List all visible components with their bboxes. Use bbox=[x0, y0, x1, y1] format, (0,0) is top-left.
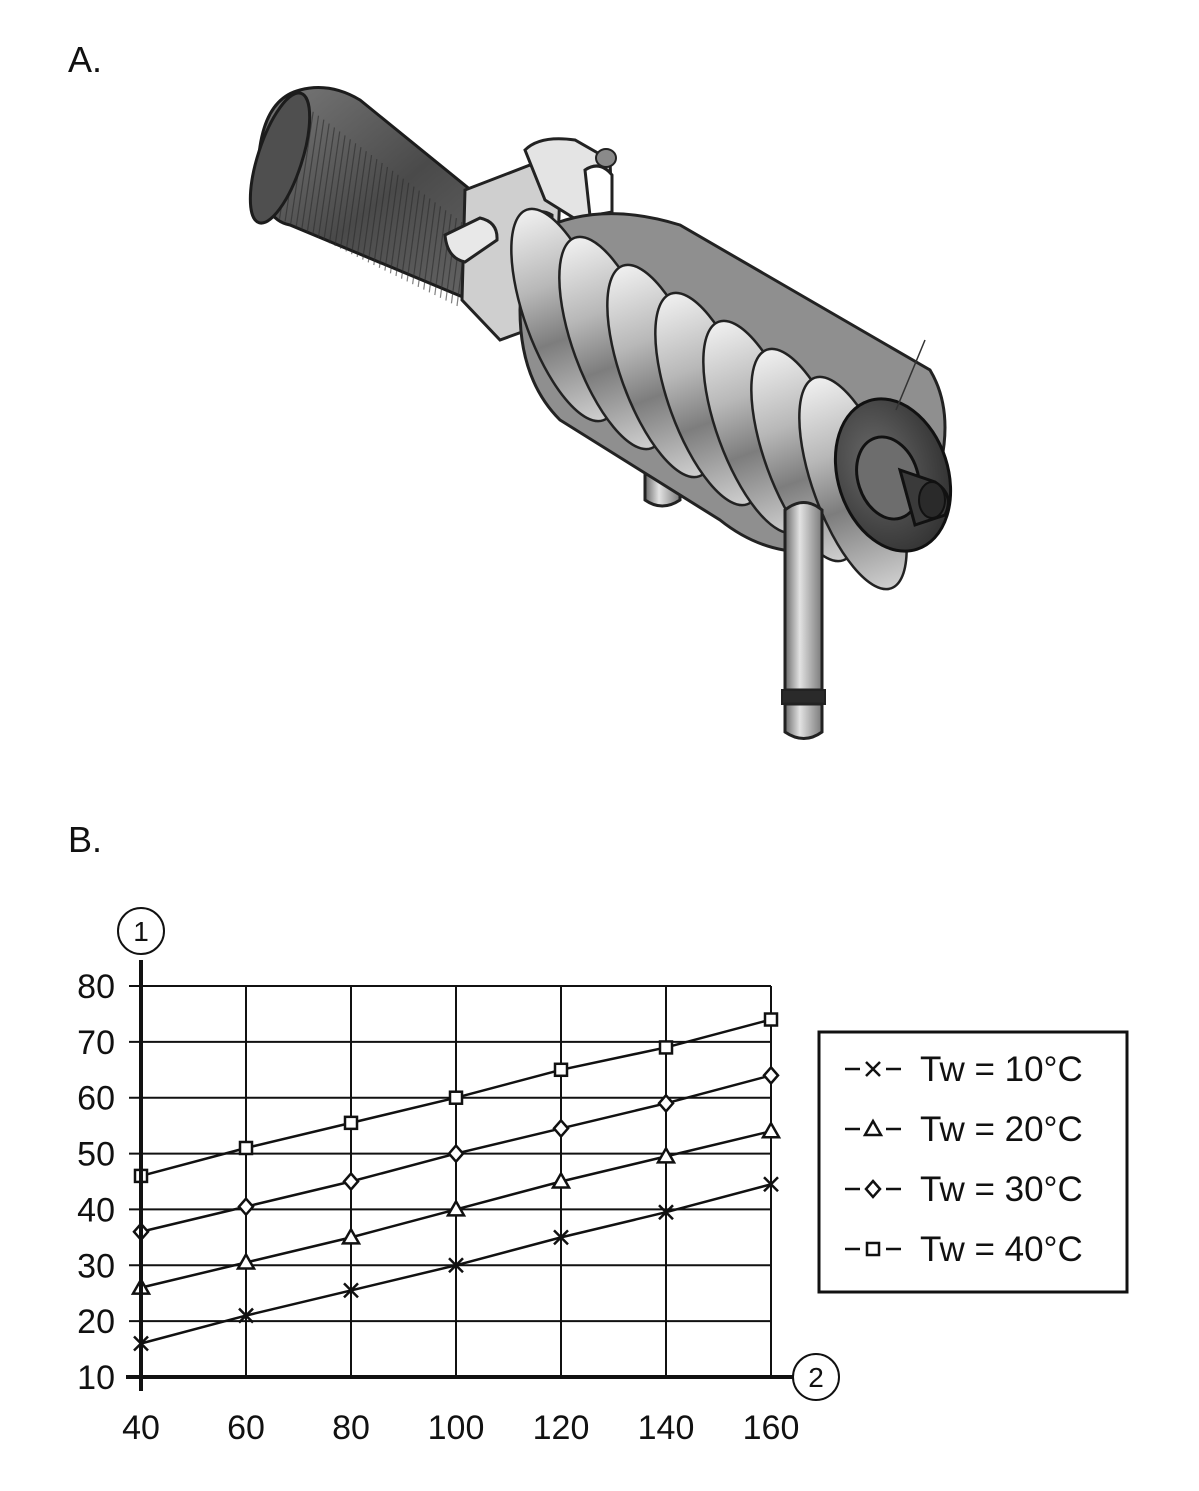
vertical-outlet-pipe bbox=[781, 501, 826, 740]
x-tick-label: 60 bbox=[227, 1409, 265, 1447]
data-point-square bbox=[343, 1115, 359, 1131]
y-axis-id-label: 1 bbox=[133, 916, 149, 947]
x-tick-label: 100 bbox=[428, 1409, 485, 1447]
data-point-triangle bbox=[862, 1118, 884, 1137]
y-tick-label: 80 bbox=[77, 968, 115, 1006]
data-point-diamond bbox=[552, 1118, 570, 1139]
data-point-diamond bbox=[342, 1171, 360, 1192]
end-flange bbox=[833, 339, 953, 553]
data-point-square bbox=[658, 1040, 674, 1055]
data-point-triangle bbox=[550, 1170, 572, 1189]
data-point-square bbox=[865, 1241, 881, 1257]
x-axis-id-label: 2 bbox=[808, 1362, 824, 1393]
y-tick-label: 60 bbox=[77, 1080, 115, 1118]
data-point-triangle bbox=[340, 1226, 362, 1245]
x-axis-id-marker: 2 bbox=[792, 1353, 840, 1401]
x-tick-label: 80 bbox=[332, 1409, 370, 1447]
data-point-x bbox=[448, 1257, 464, 1274]
data-point-square bbox=[763, 1012, 779, 1027]
temperature-chart: 40 60 80 100 120 140 160 10 20 30 40 50 60 70 80 1 2 T… bbox=[77, 907, 1129, 1447]
data-point-x bbox=[553, 1229, 569, 1246]
data-point-triangle bbox=[445, 1198, 467, 1217]
data-point-diamond bbox=[657, 1093, 675, 1114]
chart-series bbox=[130, 1012, 782, 1352]
data-point-diamond bbox=[864, 1179, 882, 1199]
x-tick-label: 40 bbox=[122, 1409, 160, 1447]
data-point-square bbox=[448, 1090, 464, 1105]
legend-entry-label: Tw = 40°C bbox=[920, 1230, 1083, 1269]
x-tick-label: 140 bbox=[638, 1409, 695, 1447]
coil-heat-exchanger-drawing bbox=[248, 86, 953, 740]
legend-entry-label: Tw = 30°C bbox=[920, 1170, 1083, 1209]
data-point-x bbox=[865, 1061, 881, 1077]
legend-entry-label: Tw = 20°C bbox=[920, 1110, 1083, 1149]
y-tick-label: 30 bbox=[77, 1247, 115, 1285]
chart-legend: Tw = 10°C Tw = 20°C Tw = 30°C Tw = 40°C bbox=[817, 1030, 1129, 1294]
data-point-x bbox=[658, 1204, 674, 1221]
y-tick-label: 40 bbox=[77, 1191, 115, 1229]
y-axis-id-marker: 1 bbox=[117, 907, 165, 955]
data-point-triangle bbox=[235, 1251, 257, 1270]
x-tick-label: 160 bbox=[743, 1409, 800, 1447]
y-tick-label: 50 bbox=[77, 1136, 115, 1174]
data-point-diamond bbox=[237, 1196, 255, 1217]
panel-a-label: A. bbox=[68, 39, 103, 80]
data-point-x bbox=[763, 1176, 779, 1193]
data-point-square bbox=[553, 1062, 569, 1078]
legend-entry-label: Tw = 10°C bbox=[920, 1050, 1083, 1089]
x-tick-label: 120 bbox=[533, 1409, 590, 1447]
chart-axes: 40 60 80 100 120 140 160 10 20 30 40 50 60 70 80 bbox=[77, 960, 799, 1447]
y-tick-label: 10 bbox=[77, 1359, 115, 1397]
data-point-triangle bbox=[760, 1120, 782, 1139]
data-point-triangle bbox=[655, 1145, 677, 1164]
data-point-x bbox=[343, 1282, 359, 1299]
y-tick-label: 20 bbox=[77, 1303, 115, 1341]
y-tick-label: 70 bbox=[77, 1024, 115, 1062]
data-point-x bbox=[238, 1307, 254, 1324]
panel-b-label: B. bbox=[68, 819, 103, 860]
data-point-diamond bbox=[447, 1143, 465, 1164]
data-point-square bbox=[238, 1140, 254, 1156]
data-point-diamond bbox=[762, 1065, 780, 1086]
